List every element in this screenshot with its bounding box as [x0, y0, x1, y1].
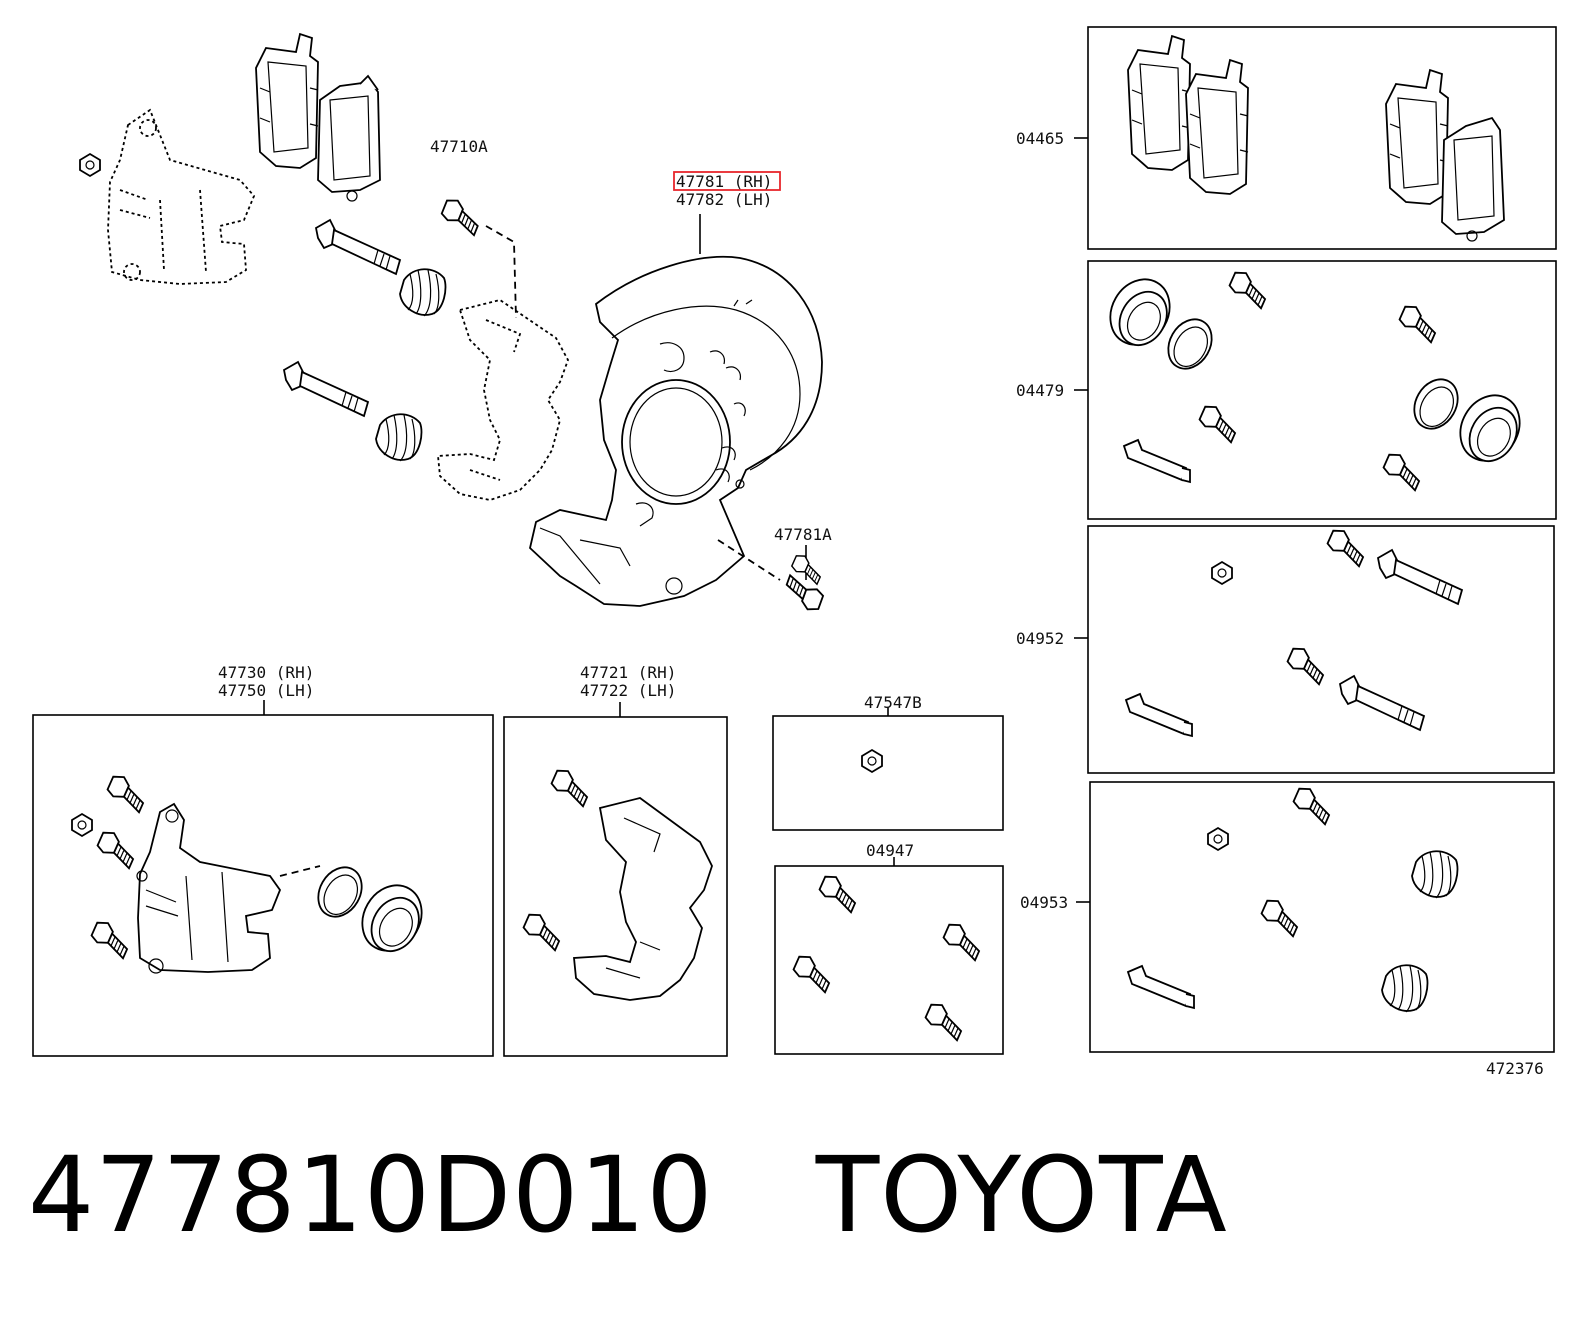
box-cylinder-kit-04479	[1074, 260, 1557, 520]
box-caliper-assembly	[32, 700, 494, 1057]
label-47781-rh: 47781 (RH)	[676, 172, 772, 191]
bolt-47710A	[437, 195, 517, 319]
label-47721-rh: 47721 (RH)	[580, 663, 676, 682]
label-47710A: 47710A	[430, 137, 488, 156]
label-04465: 04465	[1016, 129, 1064, 148]
box-bolt-kit-04947	[774, 857, 1004, 1055]
label-47547B: 47547B	[864, 693, 922, 712]
brake-pad-left	[255, 33, 319, 169]
box-boot-kit-04953	[1076, 781, 1555, 1053]
disc-dust-shield	[529, 214, 823, 607]
label-47722-lh: 47722 (LH)	[580, 681, 676, 700]
label-04947: 04947	[866, 841, 914, 860]
boot-upper	[399, 268, 447, 317]
boot-lower	[375, 413, 423, 462]
highlight-box	[673, 171, 781, 191]
caliper-housing-ghost	[79, 108, 256, 285]
box-pin-kit-04952	[1074, 525, 1555, 774]
brake-pad-right	[317, 74, 381, 202]
box-bleeder-plug	[772, 552, 1004, 831]
label-04952: 04952	[1016, 629, 1064, 648]
label-47781A: 47781A	[774, 525, 832, 544]
box-mounting-bracket	[503, 702, 728, 1057]
slide-pin-upper	[315, 219, 401, 275]
mounting-bracket-ghost	[437, 299, 569, 501]
slide-pin-lower	[283, 361, 369, 417]
label-04479: 04479	[1016, 381, 1064, 400]
label-47750-lh: 47750 (LH)	[218, 681, 314, 700]
label-47730-rh: 47730 (RH)	[218, 663, 314, 682]
label-47782-lh: 47782 (LH)	[676, 190, 772, 209]
part-number-caption: 477810D010 TOYOTA	[28, 1134, 1228, 1256]
box-pad-kit-04465	[1074, 26, 1557, 250]
label-472376: 472376	[1486, 1059, 1544, 1078]
label-04953: 04953	[1020, 893, 1068, 912]
